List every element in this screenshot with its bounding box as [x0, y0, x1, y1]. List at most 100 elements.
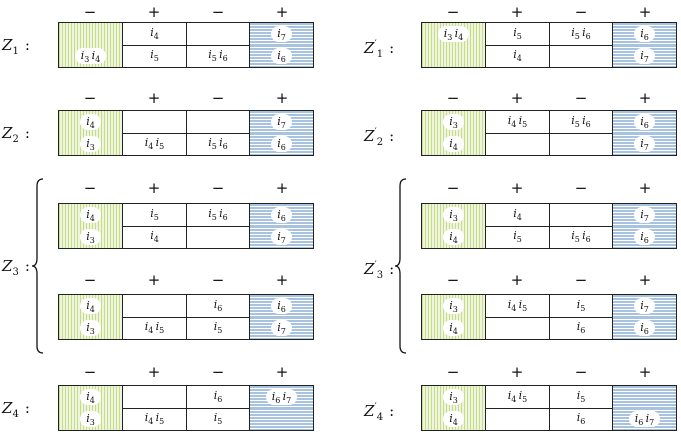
sign-minus: −: [574, 363, 588, 381]
cell-col-2: i5 i6: [187, 45, 250, 67]
cell-col-2: i6: [550, 408, 613, 430]
cell-col-3: i6: [613, 226, 676, 248]
cell-col-2: [550, 204, 613, 226]
cell-col-1: i4: [486, 204, 550, 226]
sign-minus: −: [211, 363, 225, 381]
sign-plus: +: [638, 3, 652, 21]
sign-plus: +: [275, 271, 289, 289]
cell-col-0: [422, 45, 486, 67]
sign-minus: −: [446, 179, 460, 197]
cell-col-0: i4: [422, 317, 486, 339]
item-oval: i3: [443, 389, 464, 405]
sign-plus: +: [147, 89, 161, 107]
item-oval: i7: [634, 136, 655, 152]
cell-col-1: [123, 386, 187, 408]
item-oval: i3: [443, 207, 464, 223]
cell-col-2: i5: [550, 295, 613, 317]
cell-col-2: [550, 45, 613, 67]
item-text: i5: [576, 298, 586, 314]
item-oval: i3: [80, 229, 101, 245]
cell-col-0: i3 i4: [422, 23, 486, 45]
item-oval: i7: [634, 298, 655, 314]
sign-plus: +: [638, 89, 652, 107]
sign-plus: +: [510, 363, 524, 381]
group-label-Z4p: Z′4:: [364, 402, 395, 423]
sign-plus: +: [510, 179, 524, 197]
sign-plus: +: [638, 363, 652, 381]
item-oval: i7: [271, 114, 292, 130]
cell-col-0: i3: [422, 204, 486, 226]
cell-col-2: i5 i6: [550, 226, 613, 248]
cell-col-0: i3: [422, 386, 486, 408]
cell-col-3: i7: [250, 23, 313, 45]
item-text: i6: [213, 298, 223, 314]
cell-col-0: i4: [59, 386, 123, 408]
sign-plus: +: [275, 363, 289, 381]
item-oval: i6: [271, 136, 292, 152]
sign-minus: −: [574, 89, 588, 107]
cell-col-2: i5 i6: [550, 23, 613, 45]
cell-col-1: i5: [486, 226, 550, 248]
item-text: i5: [213, 411, 223, 427]
item-text: i4: [513, 48, 522, 64]
item-oval: i6 i7: [628, 411, 661, 427]
cell-col-2: i5 i6: [550, 111, 613, 133]
sign-plus: +: [638, 179, 652, 197]
sign-minus: −: [446, 271, 460, 289]
cell-col-0: i3: [422, 111, 486, 133]
tableau-row: i4 i7: [59, 111, 313, 134]
item-oval: i3: [443, 298, 464, 314]
cell-col-3: i6: [250, 133, 313, 155]
cell-col-3: [250, 408, 313, 430]
group-label-Z1: Z1:: [2, 36, 30, 57]
item-text: i5: [513, 26, 522, 42]
item-oval: i6: [634, 229, 655, 245]
cell-col-2: i5 i6: [187, 204, 250, 226]
cell-col-3: i7: [250, 317, 313, 339]
item-oval: i4: [443, 229, 464, 245]
item-oval: i4: [80, 114, 101, 130]
item-oval: i7: [271, 26, 292, 42]
item-oval: i6: [634, 26, 655, 42]
item-oval: i3: [80, 320, 101, 336]
sign-minus: −: [211, 89, 225, 107]
cell-col-1: [123, 111, 187, 133]
sign-plus: +: [147, 271, 161, 289]
item-text: i5 i6: [571, 114, 591, 130]
item-text: i5: [513, 229, 522, 245]
sign-minus: −: [446, 363, 460, 381]
group-label-Z1p: Z′1:: [364, 39, 395, 60]
left-brace: [394, 178, 407, 354]
item-text: i5: [576, 389, 586, 405]
sign-plus: +: [638, 271, 652, 289]
sign-minus: −: [83, 89, 97, 107]
item-oval: i4: [443, 411, 464, 427]
cell-col-2: i6: [187, 386, 250, 408]
cell-col-0: i3: [59, 133, 123, 155]
sign-minus: −: [446, 3, 460, 21]
cell-col-1: i5: [123, 45, 187, 67]
cell-col-3: i7: [250, 111, 313, 133]
cell-col-3: i6: [250, 295, 313, 317]
cell-col-0: i4: [422, 408, 486, 430]
sign-minus: −: [83, 3, 97, 21]
item-oval: i3 i4: [437, 26, 470, 42]
cell-col-1: i5: [486, 23, 550, 45]
